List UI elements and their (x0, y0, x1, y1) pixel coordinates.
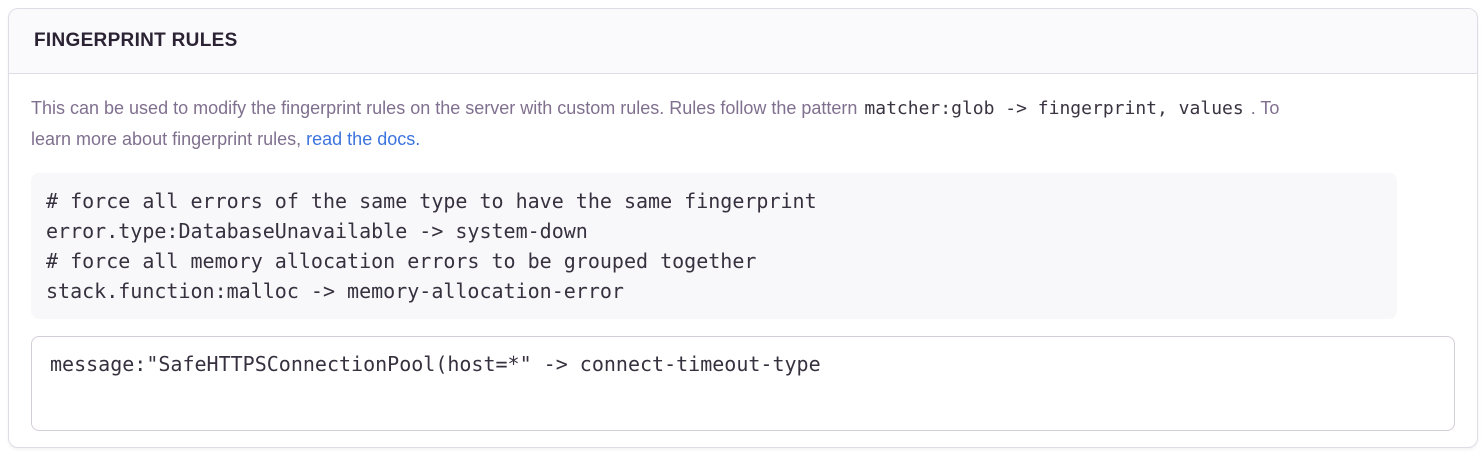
fingerprint-rules-panel: FINGERPRINT RULES This can be used to mo… (8, 8, 1478, 448)
pattern-inline-code: matcher:glob -> fingerprint, values (864, 98, 1244, 119)
description-text-1: This can be used to modify the fingerpri… (31, 98, 858, 118)
read-the-docs-link[interactable]: read the docs. (306, 129, 421, 149)
description: This can be used to modify the fingerpri… (31, 93, 1455, 154)
panel-body: This can be used to modify the fingerpri… (9, 74, 1477, 459)
panel-title: FINGERPRINT RULES (34, 30, 238, 51)
fingerprint-rules-textarea[interactable]: message:"SafeHTTPSConnectionPool(host=*"… (31, 336, 1455, 431)
description-line-1: This can be used to modify the fingerpri… (31, 93, 1455, 124)
description-text-2: learn more about fingerprint rules, (31, 129, 302, 149)
description-line-2: learn more about fingerprint rules, read… (31, 124, 1455, 154)
description-suffix: . To (1250, 98, 1280, 118)
example-rules-code-block: # force all errors of the same type to h… (31, 173, 1397, 319)
panel-header: FINGERPRINT RULES (9, 9, 1477, 74)
